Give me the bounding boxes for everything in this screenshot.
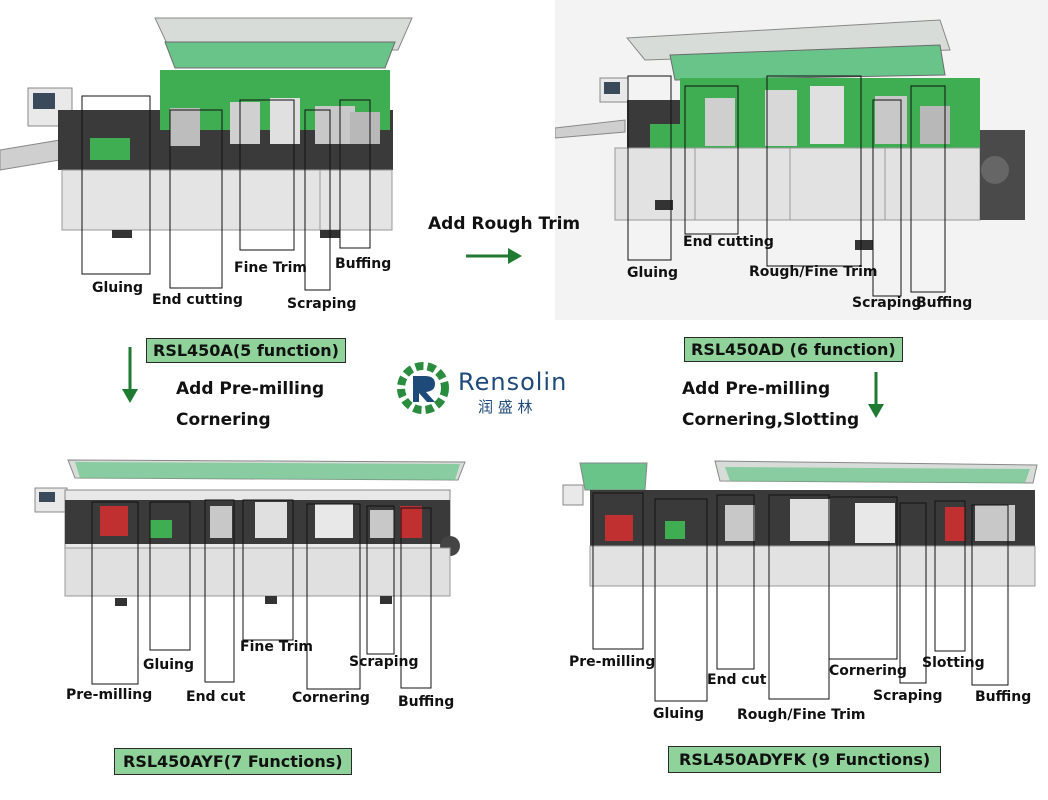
label-scraping: Scraping: [873, 688, 943, 704]
label-rough-fine-trim: Rough/Fine Trim: [749, 264, 878, 280]
step-right-line1: Add Pre-milling: [682, 379, 831, 399]
label-scraping: Scraping: [852, 295, 922, 311]
label-fine-trim: Fine Trim: [234, 260, 308, 276]
logo-chinese: 润 盛 林: [478, 398, 533, 416]
label-fine-trim: Fine Trim: [240, 639, 314, 655]
label-slotting: Slotting: [922, 655, 985, 671]
label-scraping: Scraping: [287, 296, 357, 312]
model-badge-rsl450a: RSL450A(5 function): [146, 338, 346, 363]
arrow-down-icon: [122, 347, 138, 403]
label-cornering: Cornering: [292, 690, 370, 706]
label-end-cut: End cut: [707, 672, 767, 688]
callout-lines-rsl450a: [81, 95, 371, 291]
label-end-cut: End cut: [186, 689, 246, 705]
label-gluing: Gluing: [627, 265, 679, 281]
rensolin-logo-icon: [397, 362, 449, 414]
label-scraping: Scraping: [349, 654, 419, 670]
step-right-line2: Cornering,Slotting: [682, 410, 860, 430]
arrow-down-icon: [868, 372, 884, 418]
label-end-cutting: End cutting: [152, 292, 243, 308]
model-badge-rsl450ayf: RSL450AYF(7 Functions): [114, 748, 352, 775]
label-pre-milling: Pre-milling: [66, 687, 153, 703]
model-badge-rsl450ad: RSL450AD (6 function): [684, 337, 903, 362]
callout-lines-rsl450ayf: [91, 499, 432, 690]
label-cornering: Cornering: [829, 663, 907, 679]
label-gluing: Gluing: [92, 280, 144, 296]
machine-panel-rsl450adyfk: Pre-milling Gluing End cut Rough/Fine Tr…: [545, 455, 1048, 735]
label-gluing: Gluing: [653, 706, 705, 722]
callout-lines-rsl450adyfk: [592, 492, 1009, 702]
step-add-rough-trim: Add Rough Trim: [428, 214, 581, 234]
label-pre-milling: Pre-milling: [569, 654, 656, 670]
label-buffing: Buffing: [335, 256, 392, 272]
machine-panel-rsl450a: Gluing End cutting Fine Trim Scraping Bu…: [0, 0, 420, 320]
model-badge-rsl450adyfk: RSL450ADYFK (9 Functions): [668, 746, 942, 773]
step-left-line1: Add Pre-milling: [176, 379, 325, 399]
label-buffing: Buffing: [398, 694, 455, 710]
label-buffing: Buffing: [975, 689, 1032, 705]
arrow-right-icon: [466, 248, 522, 264]
label-buffing: Buffing: [916, 295, 973, 311]
logo-name: Rensolin: [458, 368, 568, 396]
label-end-cutting: End cutting: [683, 234, 774, 250]
callout-lines-rsl450ad: [627, 75, 946, 297]
label-rough-fine-trim: Rough/Fine Trim: [737, 707, 866, 723]
label-gluing: Gluing: [143, 657, 195, 673]
machine-panel-rsl450ad: Gluing End cutting Rough/Fine Trim Scrap…: [555, 0, 1048, 320]
machine-panel-rsl450ayf: Pre-milling Gluing End cut Fine Trim Cor…: [0, 450, 480, 720]
step-left-line2: Cornering: [176, 410, 271, 430]
